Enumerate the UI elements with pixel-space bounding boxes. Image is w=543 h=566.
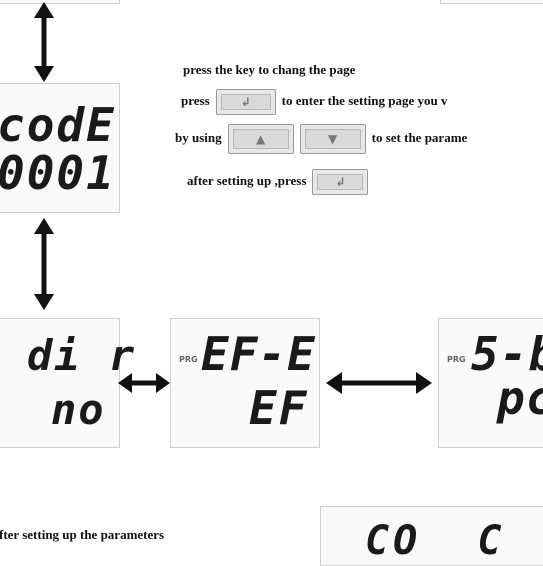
dir-label: di r (27, 331, 137, 380)
prg-indicator: PRG (447, 355, 466, 364)
instruction-enter: press↲to enter the setting page you v (181, 89, 448, 115)
ef-value: EF (249, 381, 309, 435)
up-key-icon: ▲ (227, 124, 294, 154)
code-value: 0001 (0, 146, 116, 200)
instruction-change-page: press the key to chang the page (183, 62, 356, 77)
bottom-instruction: fter setting up the parameters (0, 527, 165, 542)
sb-display-panel: PRG 5-b pc (438, 318, 543, 448)
dir-value: no (51, 385, 106, 434)
vertical-arrow-middle (34, 218, 54, 310)
instruction-after-setup: after setting up ,press↲ (187, 169, 374, 195)
code-display-panel: codE 0001 (0, 83, 120, 213)
instruction-set-params: by using▲▼to set the parame (175, 124, 467, 154)
top-right-panel-edge (440, 0, 543, 4)
vertical-arrow-top (34, 2, 54, 82)
sb-label: 5-b (471, 327, 543, 381)
ef-label: EF-E (201, 327, 316, 381)
prg-indicator: PRG (179, 355, 198, 364)
enter-key-icon: ↲ (215, 89, 276, 115)
horizontal-arrow-right (326, 372, 432, 394)
sb-value: pc (497, 371, 543, 425)
navigation-arrows (34, 2, 432, 394)
top-left-panel-edge (0, 0, 120, 4)
horizontal-arrow-left (118, 373, 170, 393)
ef-display-panel: PRG EF-E EF (170, 318, 320, 448)
dir-display-panel: di r no (0, 318, 134, 448)
code-label: codE (0, 98, 116, 152)
down-key-icon: ▼ (299, 124, 366, 154)
enter-key-icon: ↲ (312, 169, 369, 195)
